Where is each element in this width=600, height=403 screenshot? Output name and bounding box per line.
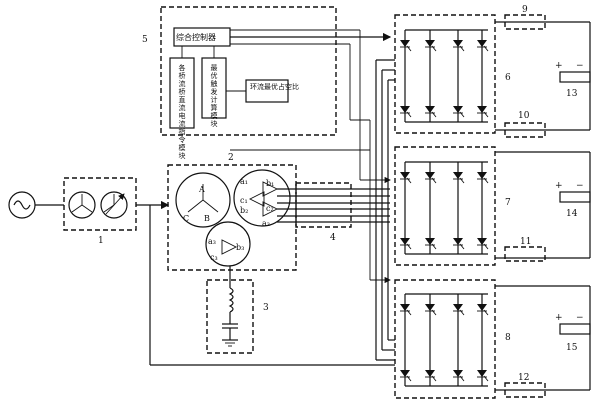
winding-C: C: [183, 214, 189, 223]
label-4: 4: [330, 233, 336, 243]
multi-winding-transformer: [149, 164, 297, 365]
filter-block: [206, 266, 254, 354]
battery-15: [495, 285, 591, 391]
battery-15-plus: +: [555, 313, 563, 323]
label-12: 12: [518, 373, 529, 383]
bus-block: [277, 182, 390, 228]
label-14: 14: [566, 209, 578, 219]
current-sensors: [504, 14, 546, 398]
label-8: 8: [505, 333, 511, 343]
winding-c1: c₁: [240, 196, 248, 205]
winding-b2: b₂: [240, 206, 248, 215]
optimal-duty-label: 环流最优占空比: [250, 82, 299, 91]
controller-block: [160, 6, 392, 284]
winding-a1: a₁: [240, 177, 248, 186]
ac-source-icon: [8, 191, 64, 219]
winding-c2: c₂: [266, 204, 274, 213]
winding-b1: b₁: [266, 179, 274, 188]
battery-13: [495, 21, 591, 131]
label-7: 7: [505, 198, 511, 208]
label-10: 10: [518, 111, 530, 121]
bridge-7: [394, 146, 496, 266]
battery-14: [495, 151, 591, 259]
label-9: 9: [522, 5, 528, 15]
label-5: 5: [142, 35, 148, 45]
winding-a3: a₃: [208, 237, 216, 246]
current-command-module-label: 各桥流桥直流电流指令模块: [178, 63, 186, 160]
winding-A: A: [198, 185, 205, 194]
bridge-6: [394, 14, 496, 134]
label-3: 3: [263, 303, 269, 313]
battery-13-plus: +: [555, 61, 563, 71]
battery-15-minus: −: [576, 313, 584, 323]
trigger-calc-module-label: 最优触发计算模块: [210, 64, 218, 128]
label-15: 15: [566, 343, 578, 353]
battery-14-plus: +: [555, 181, 563, 191]
feeder-lines: [150, 59, 395, 366]
winding-B: B: [204, 214, 210, 223]
label-6: 6: [505, 73, 511, 83]
bridge-8: [394, 279, 496, 399]
transformer-switch-block: [63, 177, 170, 231]
winding-a2: a₂: [262, 219, 270, 228]
label-11: 11: [520, 237, 531, 247]
winding-c3: c₃: [210, 253, 218, 262]
controller-main-label: 综合控制器: [176, 32, 216, 42]
label-13: 13: [566, 89, 578, 99]
winding-b3: b₃: [236, 243, 244, 252]
battery-13-minus: −: [576, 61, 584, 71]
battery-14-minus: −: [576, 181, 584, 191]
label-1: 1: [98, 236, 104, 246]
label-2: 2: [228, 153, 234, 163]
